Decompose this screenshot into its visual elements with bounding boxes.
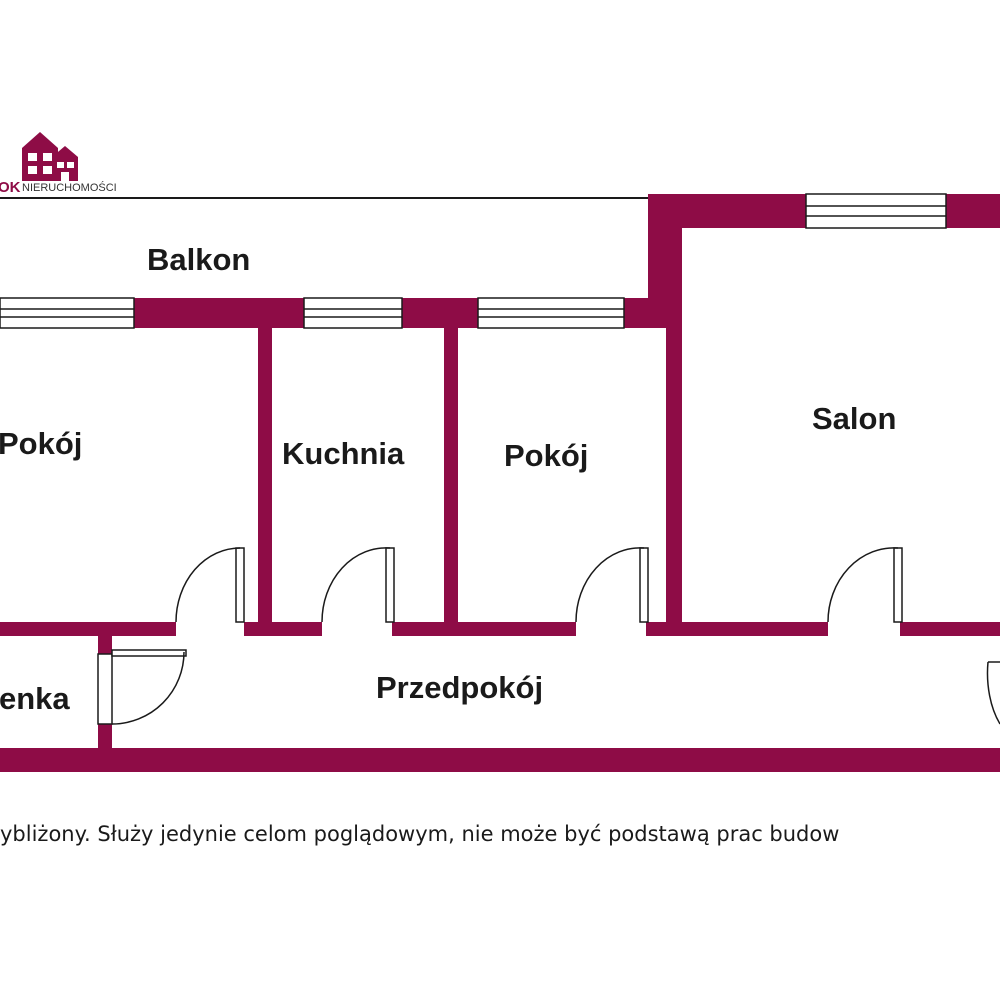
doors bbox=[111, 547, 1000, 725]
window-corridor-left bbox=[97, 653, 113, 725]
disclaimer-text: ybliżony. Służy jedynie celom poglądowym… bbox=[0, 822, 839, 846]
door-left-room bbox=[175, 547, 245, 623]
logo-text-light: NIERUCHOMOŚCI bbox=[22, 181, 117, 194]
door-room bbox=[575, 547, 649, 623]
label-lazienka: enka bbox=[0, 681, 70, 716]
window-left bbox=[0, 297, 135, 329]
door-kitchen bbox=[321, 547, 395, 623]
label-przedpokoj: Przedpokój bbox=[376, 670, 543, 705]
window-salon bbox=[805, 193, 947, 229]
label-pokoj-middle: Pokój bbox=[504, 438, 588, 473]
room-labels: Balkon Pokój Kuchnia Pokój Salon enka Pr… bbox=[0, 242, 896, 716]
walls bbox=[0, 194, 1000, 772]
label-pokoj-left: Pokój bbox=[0, 426, 82, 461]
label-kuchnia: Kuchnia bbox=[282, 436, 405, 471]
label-salon: Salon bbox=[812, 401, 896, 436]
door-entrance bbox=[986, 661, 1000, 725]
window-room bbox=[477, 297, 625, 329]
door-salon bbox=[827, 547, 903, 623]
houses-icon bbox=[22, 132, 78, 181]
windows bbox=[0, 193, 947, 725]
window-kitchen bbox=[303, 297, 403, 329]
label-balkon: Balkon bbox=[147, 242, 250, 277]
door-bathroom bbox=[111, 649, 187, 725]
agency-logo: OK NIERUCHOMOŚCI bbox=[0, 132, 117, 196]
logo-text-bold: OK bbox=[0, 179, 21, 196]
